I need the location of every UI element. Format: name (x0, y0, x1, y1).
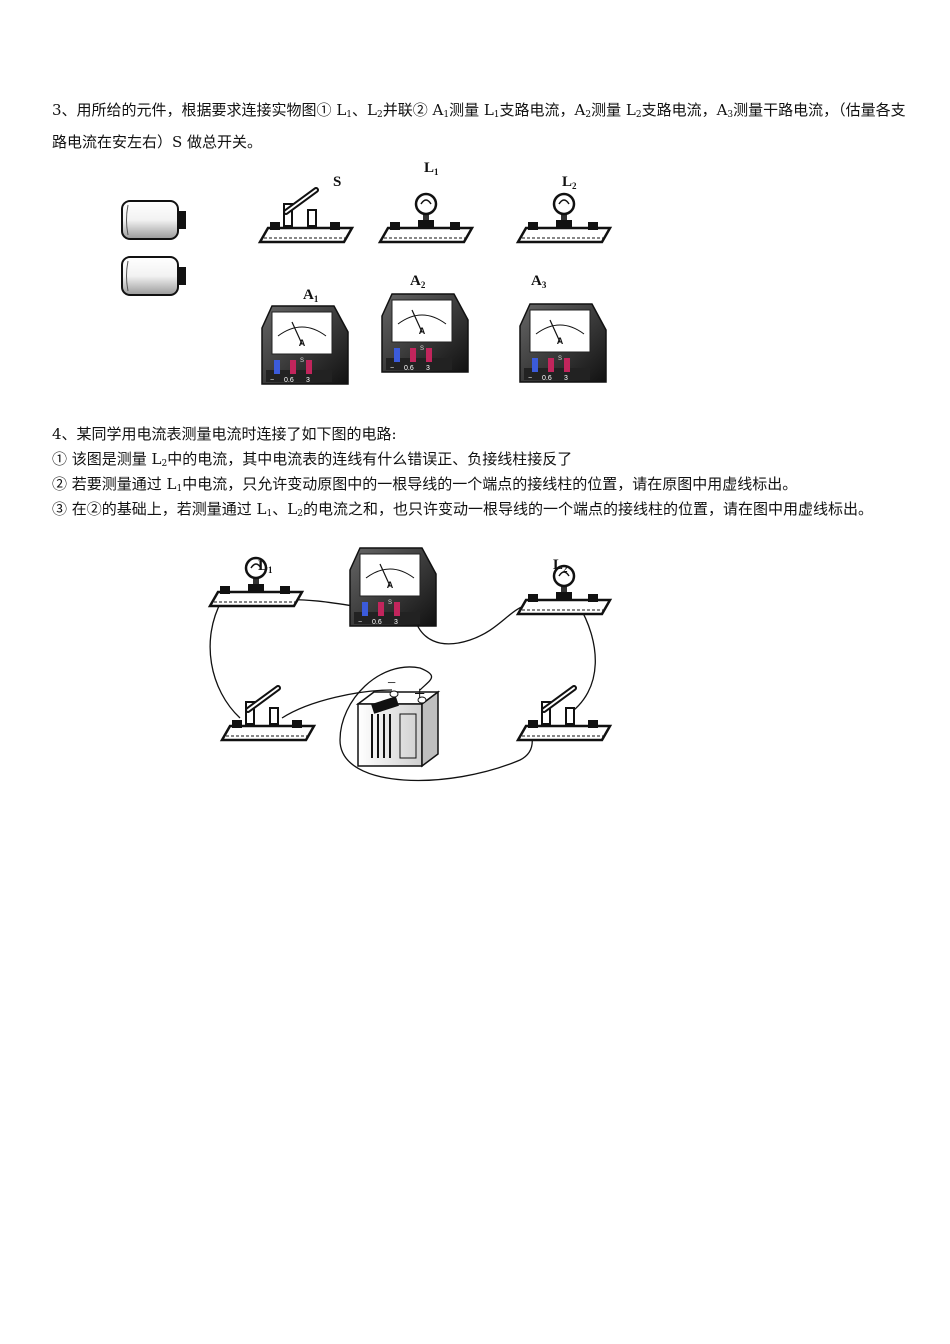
question-4-circuit: L1 L2 − + (0, 547, 950, 782)
lamp-l1-label: L1 (258, 558, 273, 575)
battery (355, 690, 441, 768)
q3-text-8: 测量干路电流，（估量各支路电流在安左右）S 做总开关。 (52, 101, 906, 151)
q3-text-4: 测量 L (449, 101, 494, 119)
switch-right (518, 688, 610, 740)
q3-sub-7: 3 (727, 110, 734, 120)
ammeter-a2-label: A2 (410, 273, 426, 290)
q3-text-6: 测量 L (591, 101, 636, 119)
q4-item3-sub-1: 1 (266, 509, 273, 519)
q3-text-1: 用所给的元件，根据要求连接实物图① L (76, 101, 347, 119)
lamp-l2-label: L2 (562, 174, 577, 191)
wire-l1-switch (209, 599, 241, 719)
q4-item1-text-a: ① 该图是测量 L (52, 450, 162, 468)
wire-meter-l2 (413, 603, 531, 645)
q4-item2-text-a: ② 若要测量通过 L (52, 475, 177, 493)
circuit-wires (209, 598, 596, 782)
ammeter (349, 547, 437, 627)
question-4-item-1: ① 该图是测量 L2中的电流，其中电流表的连线有什么错误正、负接线柱接反了 (52, 446, 572, 477)
wire-l2-switch (565, 603, 596, 717)
q3-sub-1: 1 (346, 110, 353, 120)
q3-text-5: 支路电流，A (499, 101, 586, 119)
q4-item3-text-c: 的电流之和，也只许变动一根导线的一个端点的接线柱的位置，请在图中用虚线标出。 (302, 500, 873, 518)
q3-sub-4: 1 (493, 110, 500, 120)
lamp-l1 (210, 558, 302, 606)
question-4-item-2: ② 若要测量通过 L1中电流，只允许变动原图中的一根导线的一个端点的接线柱的位置… (52, 471, 797, 502)
question-4-item-3: ③ 在②的基础上，若测量通过 L1、L2的电流之和，也只许变动一根导线的一个端点… (52, 496, 912, 527)
q4-item1-sub: 2 (161, 459, 168, 469)
question-number: 3、 (52, 101, 77, 119)
q4-item3-text-a: ③ 在②的基础上，若测量通过 L (52, 500, 267, 518)
q4-item2-text-b: 中电流，只允许变动原图中的一根导线的一个端点的接线柱的位置，请在原图中用虚线标出… (182, 475, 798, 493)
q4-item3-text-b: 、L (272, 500, 298, 518)
q4-item1-text-b: 中的电流，其中电流表的连线有什么错误正、负接线柱接反了 (167, 450, 573, 468)
q3-text-2: 、L (352, 101, 377, 119)
question-3-text: 3、用所给的元件，根据要求连接实物图① L1、L2并联② A1测量 L1支路电流… (52, 97, 912, 156)
q3-sub-3: 1 (443, 110, 450, 120)
ammeter-a3-label: A3 (531, 273, 547, 290)
wire-battery-switch2 (339, 666, 533, 782)
q3-text-7: 支路电流，A (641, 101, 728, 119)
question-3-figure: A S − 0.6 3 S L1 L2 A1 A2 A3 (121, 160, 950, 385)
q3-text-3: 并联② A (382, 101, 444, 119)
battery-minus-sign: − (387, 675, 396, 692)
question-4-intro: 4、某同学用电流表测量电流时连接了如下图的电路: (52, 425, 397, 443)
lamp-l1-label: L1 (424, 160, 439, 177)
q4-item3-sub-2: 2 (297, 509, 303, 519)
q4-item2-sub: 1 (176, 484, 183, 494)
wire-switch-battery (281, 689, 393, 719)
switch-label: S (333, 174, 341, 190)
q3-sub-2: 2 (376, 110, 383, 120)
q3-sub-5: 2 (585, 110, 592, 120)
battery-plus-sign: + (414, 683, 425, 705)
lamp-l2-label: L2 (553, 557, 568, 574)
ammeter-a1-label: A1 (303, 287, 319, 304)
q3-sub-6: 2 (635, 110, 642, 120)
